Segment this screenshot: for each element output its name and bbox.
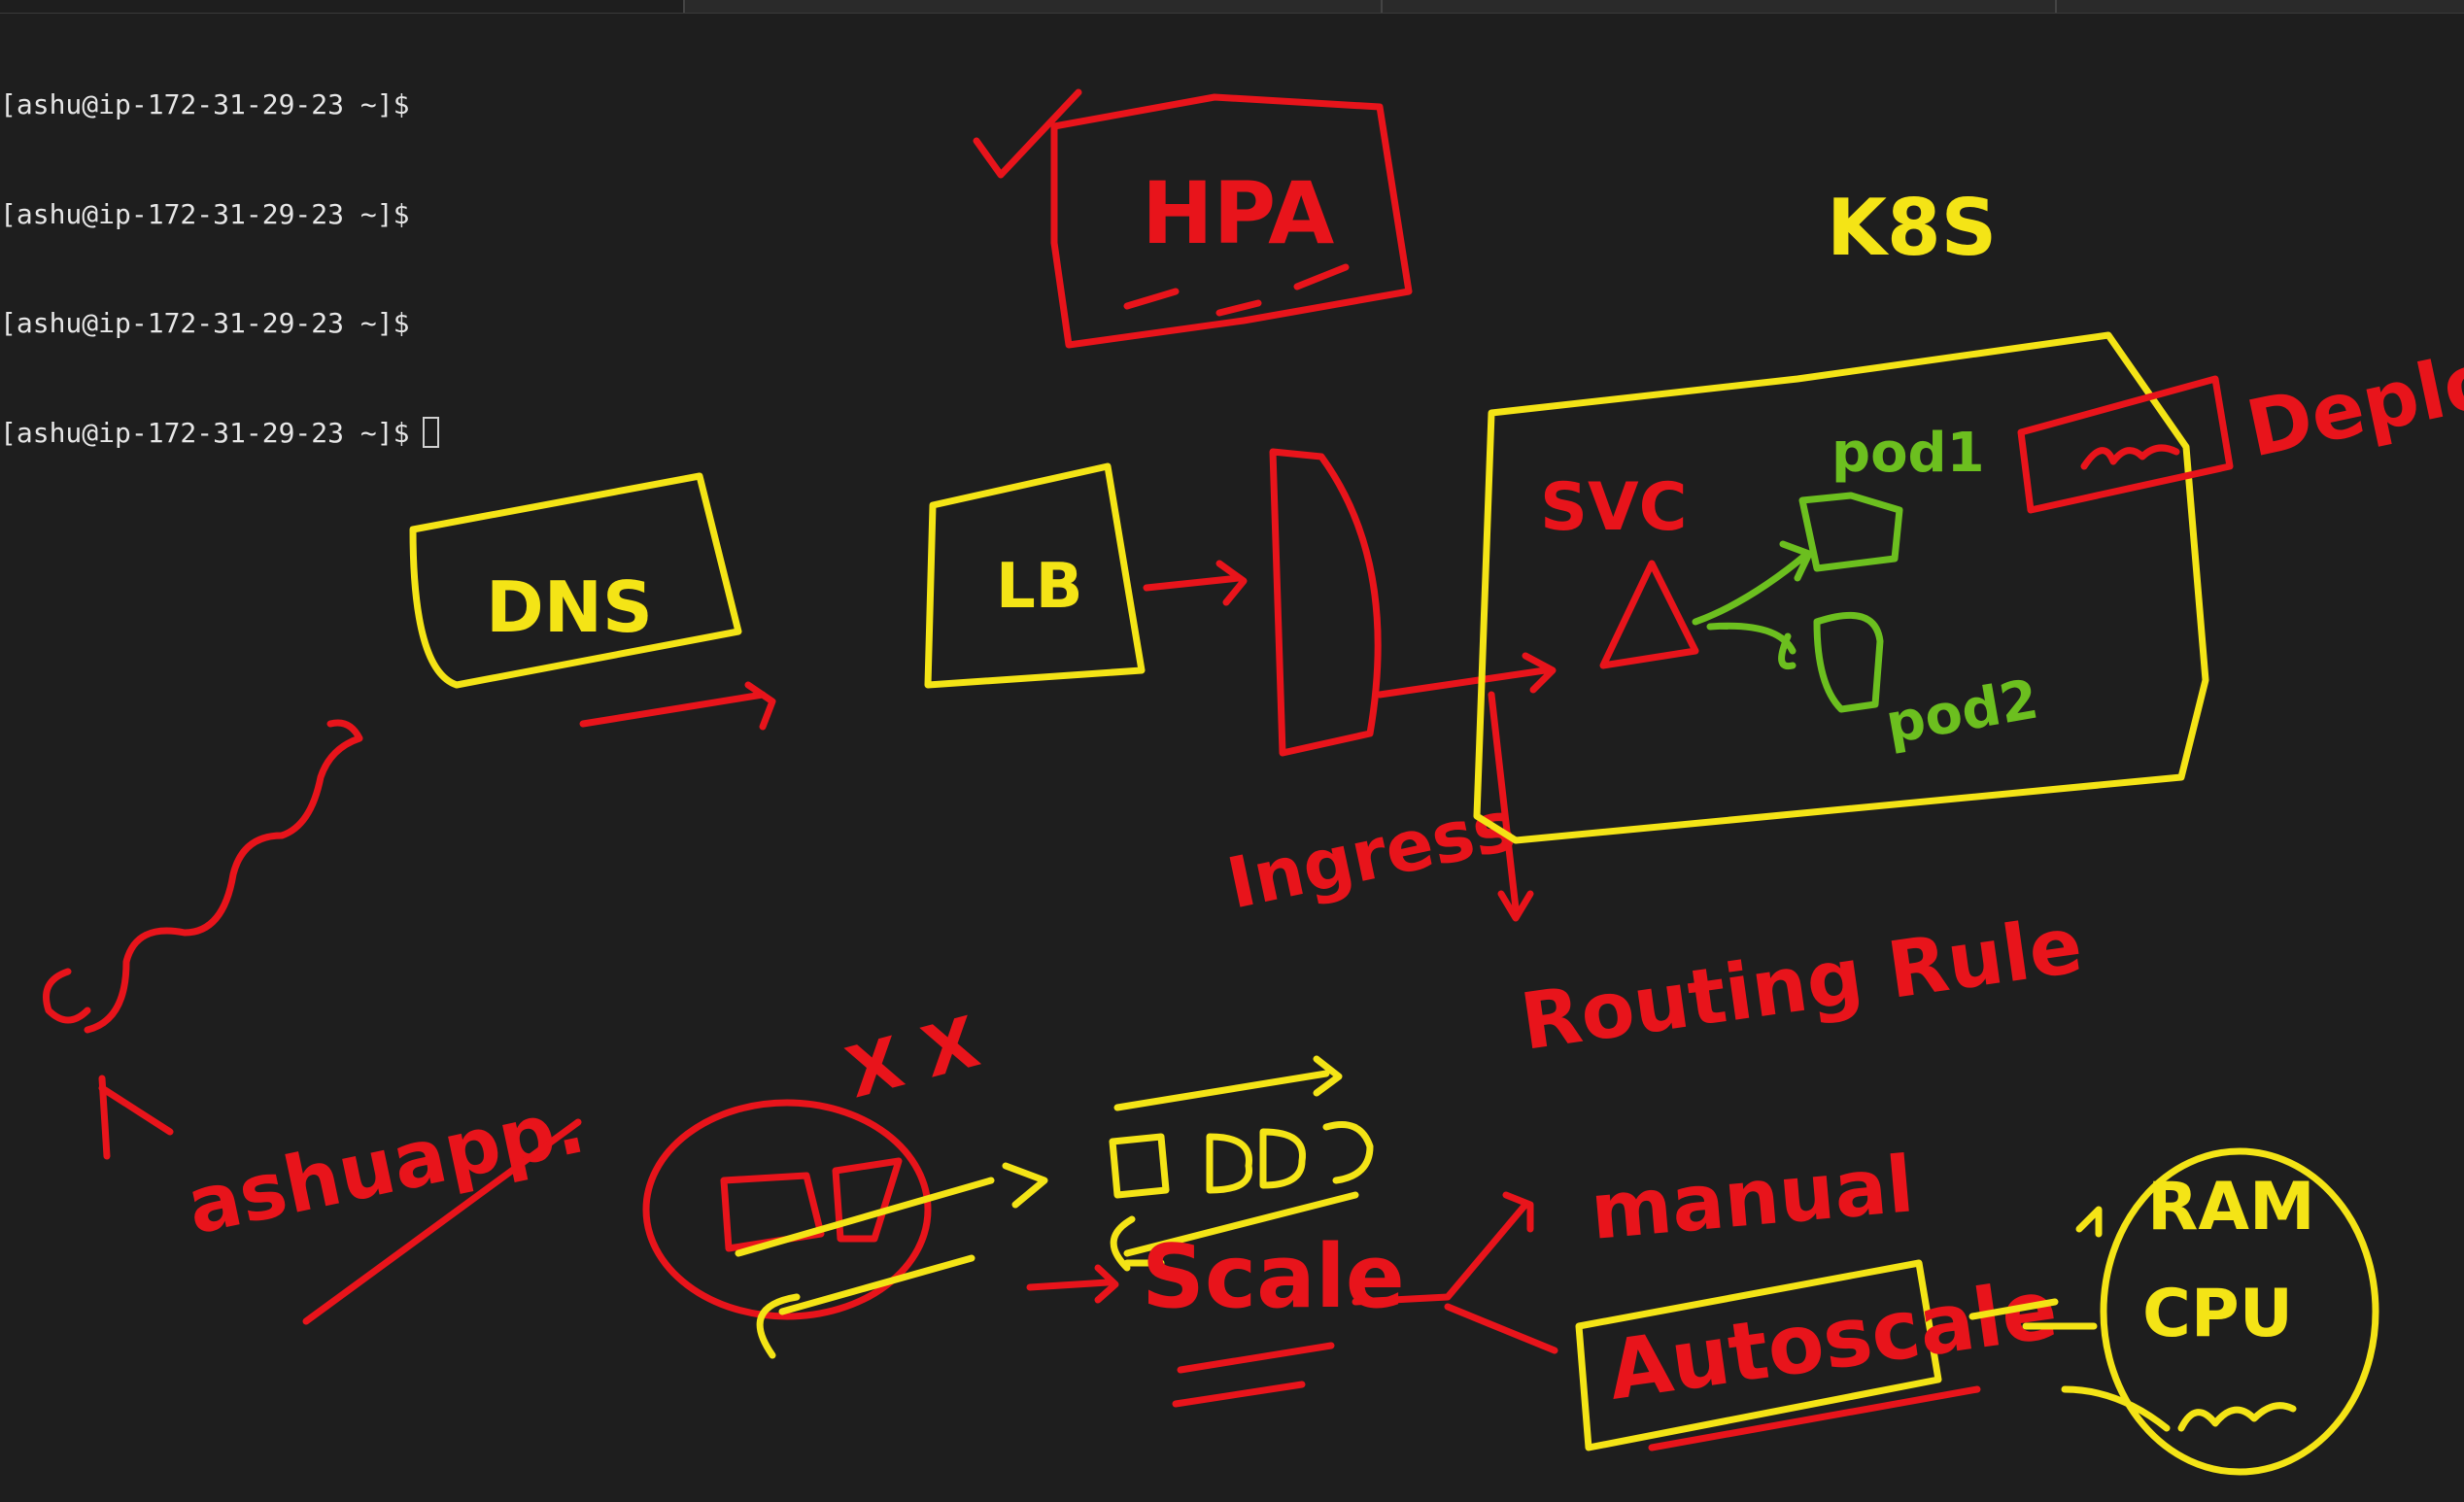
- ashu-label: ashuapp.: [180, 1079, 593, 1251]
- dns-label: DNS: [486, 566, 653, 648]
- ram-label: RAM: [2147, 1169, 2315, 1246]
- scaled-pod-3: [1259, 1128, 1306, 1189]
- deploy-label: Deploy: [2240, 324, 2464, 475]
- terminal-output[interactable]: [ashu@ip-172-31-29-23 ~]$ [ashu@ip-172-3…: [0, 14, 440, 524]
- svc-to-pod1-link: [1692, 540, 1813, 626]
- autoscale-underline: [1648, 1385, 1981, 1451]
- lb-shape: [924, 462, 1146, 689]
- tab-1[interactable]: [0, 0, 685, 13]
- k8s-label: K8S: [1827, 183, 1997, 273]
- metrics-circle: [2100, 1147, 2379, 1476]
- pod1-label: pod1: [1831, 422, 1985, 485]
- cpu-label: CPU: [2142, 1276, 2293, 1352]
- prompt-text: [ashu@ip-172-31-29-23 ~]$: [0, 416, 410, 449]
- ingress-shape: [1269, 448, 1382, 757]
- autoscale-label: Autoscale: [1602, 1261, 2063, 1418]
- scale-label: Scale: [1142, 1226, 1405, 1328]
- prompt-text: [ashu@ip-172-31-29-23 ~]$: [0, 88, 410, 120]
- dns-box: [409, 472, 742, 689]
- tab-3[interactable]: [1383, 0, 2057, 13]
- scale-fork-line: [1352, 1191, 1558, 1354]
- deploy-scribble: [2080, 444, 2180, 470]
- ingress-arrow: [1376, 652, 1557, 699]
- scale-back-arrow: [756, 1254, 975, 1359]
- to-scale-arrow: [1026, 1264, 1119, 1304]
- routing-rule-label: Routing Rule: [1516, 900, 2088, 1068]
- k8s-cluster-box: [1473, 331, 2209, 844]
- prompt-text: [ashu@ip-172-31-29-23 ~]$: [0, 197, 410, 230]
- scaled-pods-bottom-line: [1123, 1191, 1359, 1257]
- client-squiggle: [84, 719, 363, 1034]
- prompt-line: [ashu@ip-172-31-29-23 ~]$: [0, 196, 439, 233]
- scaled-pods-curl: [1110, 1215, 1165, 1272]
- lb-label: LB: [996, 551, 1083, 623]
- tab-bar: [0, 0, 2464, 14]
- check-icon: [973, 88, 1082, 179]
- pods-ellipse: [642, 1099, 932, 1320]
- autoscale-box: [1575, 1259, 1942, 1451]
- prompt-line: [ashu@ip-172-31-29-23 ~]$: [0, 305, 439, 342]
- prompt-line-active: [ashu@ip-172-31-29-23 ~]$: [0, 415, 440, 452]
- metrics-arrow: [2075, 1206, 2103, 1238]
- ashu-underline: [302, 1118, 582, 1325]
- client-icon: [43, 968, 174, 1160]
- scaled-pod-1: [1109, 1133, 1170, 1199]
- text-cursor[interactable]: [423, 417, 440, 449]
- scaled-pod-2: [1206, 1133, 1252, 1194]
- manual-label: manual: [1588, 1139, 1917, 1257]
- scale-arrow: [735, 1162, 1048, 1257]
- xx-label: X X: [838, 1001, 987, 1113]
- scaled-pods-top-arrow: [1113, 1055, 1343, 1111]
- deploy-box: [2017, 375, 2234, 514]
- svc-icon: [1599, 560, 1699, 669]
- pod2-icon: [1813, 611, 1884, 713]
- pod1-icon: [1798, 492, 1903, 572]
- dns-arrow: [579, 681, 776, 731]
- tab-2[interactable]: [685, 0, 1383, 13]
- pod2-label: pod2: [1881, 667, 2043, 756]
- svc-to-pod2-link: [1706, 622, 1797, 670]
- svc-label: SVC: [1540, 469, 1688, 546]
- metrics-more-scribble: [2177, 1402, 2297, 1432]
- pod-box-a: [720, 1172, 825, 1252]
- routing-arrow: [1488, 691, 1534, 922]
- hpa-underline: [1123, 263, 1350, 317]
- prompt-line: [ashu@ip-172-31-29-23 ~]$: [0, 86, 439, 123]
- hpa-label: HPA: [1142, 163, 1334, 263]
- scaled-pod-4: [1322, 1121, 1374, 1184]
- prompt-text: [ashu@ip-172-31-29-23 ~]$: [0, 307, 410, 339]
- lb-arrow: [1143, 560, 1248, 606]
- metrics-link: [1968, 1298, 2171, 1432]
- pod-box-b: [832, 1157, 903, 1243]
- scale-underline: [1172, 1342, 1335, 1408]
- hpa-box: [1050, 93, 1413, 349]
